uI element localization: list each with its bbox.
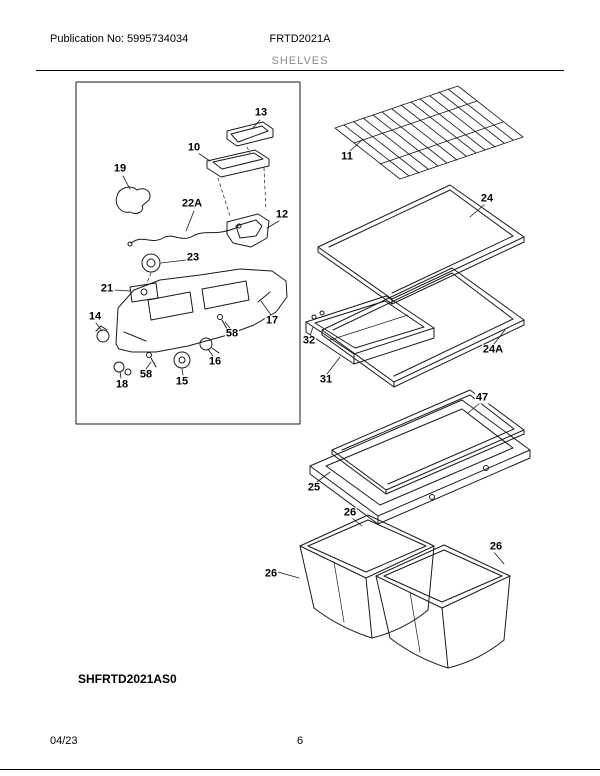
- parts-detail-box: [75, 81, 301, 425]
- part-11-wire-shelf: [334, 85, 524, 180]
- callout-31: 31: [318, 373, 334, 386]
- part-12-bracket: [226, 213, 270, 248]
- part-23-roller: [141, 253, 161, 286]
- part-13-cover: [226, 121, 274, 154]
- callout-58-a: 58: [224, 327, 240, 340]
- callout-26-a: 26: [342, 506, 358, 519]
- callout-26-c: 26: [263, 567, 279, 580]
- footer-date: 04/23: [50, 735, 78, 747]
- section-title: SHELVES: [271, 55, 329, 67]
- callout-21: 21: [99, 282, 115, 295]
- part-14-stop: [95, 325, 110, 343]
- part-10-tray: [206, 149, 270, 217]
- part-32-screws: [311, 310, 325, 320]
- callout-18: 18: [114, 378, 130, 391]
- callout-13: 13: [253, 106, 269, 119]
- callout-10: 10: [186, 141, 202, 154]
- part-58-screw-upper: [217, 314, 228, 330]
- callout-24a: 24A: [481, 343, 505, 356]
- part-26-bin-left: [299, 514, 435, 639]
- callout-26-b: 26: [488, 540, 504, 553]
- callout-58-b: 58: [138, 368, 154, 381]
- part-58-screw-left: [146, 352, 157, 368]
- diagram-code: SHFRTD2021AS0: [78, 672, 177, 686]
- part-26-bin-right: [375, 544, 511, 669]
- callout-17: 17: [264, 314, 280, 327]
- callout-32: 32: [301, 334, 317, 347]
- callout-12: 12: [274, 208, 290, 221]
- part-31-crisper-cover-frame: [305, 295, 435, 365]
- callout-14: 14: [87, 310, 103, 323]
- footer-page-number: 6: [296, 735, 304, 747]
- part-16-roller: [199, 337, 220, 354]
- header-divider: [36, 70, 564, 71]
- callout-25: 25: [306, 481, 322, 494]
- part-47-glass-shelf: [331, 389, 525, 495]
- footer-divider: [0, 769, 600, 770]
- callout-19: 19: [112, 162, 128, 175]
- callout-15: 15: [174, 375, 190, 388]
- part-17-crisper-frame: [115, 268, 288, 353]
- part-22a-tube: [127, 223, 242, 247]
- callout-23: 23: [185, 251, 201, 264]
- callout-22a: 22A: [180, 197, 204, 210]
- callout-24: 24: [479, 192, 495, 205]
- callout-16: 16: [207, 355, 223, 368]
- callout-11: 11: [340, 150, 354, 163]
- model-number: FRTD2021A: [269, 33, 331, 45]
- callout-47: 47: [474, 391, 490, 404]
- part-19-bracket: [115, 186, 151, 214]
- callout-leader-lines: [95, 119, 506, 579]
- part-15-roller: [173, 351, 191, 369]
- publication-number: Publication No: 5995734034: [50, 33, 189, 45]
- part-18-grommet: [113, 361, 132, 376]
